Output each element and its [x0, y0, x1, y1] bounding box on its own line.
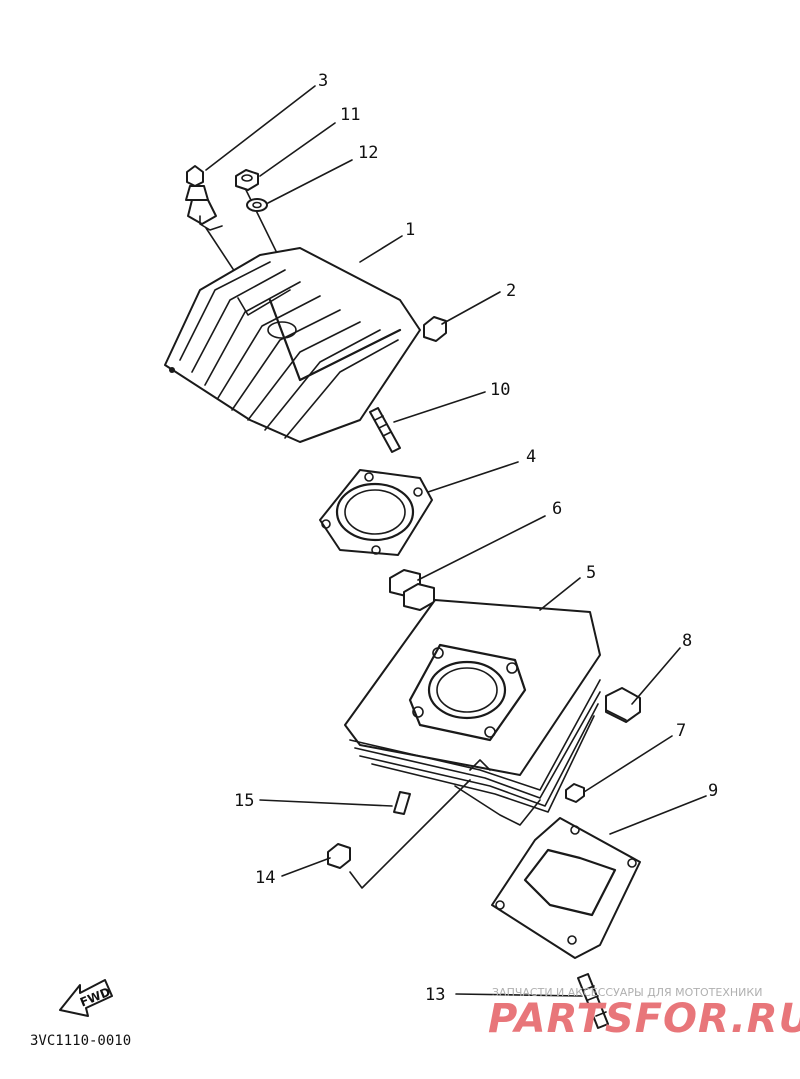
callout-13: 13 — [425, 985, 445, 1005]
part-1-cylinder-head[interactable] — [164, 247, 421, 443]
callout-11: 11 — [340, 105, 360, 125]
callout-5: 5 — [586, 563, 596, 583]
callout-7: 7 — [676, 721, 686, 741]
part-6-clip[interactable] — [389, 569, 435, 611]
callout-2: 2 — [506, 281, 516, 301]
watermark: ЗАПЧАСТИ И АКСЕССУАРЫ ДЛЯ МОТОТЕХНИКИ PA… — [488, 986, 800, 1042]
callout-6: 6 — [552, 499, 562, 519]
callout-labels: 3 11 12 1 2 10 4 6 5 8 7 9 15 14 13 — [234, 71, 718, 1005]
part-8-damper[interactable] — [605, 687, 641, 723]
part-4-head-gasket[interactable] — [319, 469, 433, 556]
part-10-stud-bolt[interactable] — [369, 407, 401, 453]
part-2-cap-nut[interactable] — [423, 316, 447, 342]
part-13-long-stud[interactable] — [577, 973, 609, 1029]
callout-9: 9 — [708, 781, 718, 801]
callout-12: 12 — [358, 143, 378, 163]
callout-14: 14 — [255, 868, 275, 888]
watermark-brand: PARTSFOR.RU — [488, 996, 800, 1042]
callout-1: 1 — [405, 220, 415, 240]
leader-lines — [205, 85, 707, 997]
fwd-arrow-icon: FWD — [59, 979, 113, 1017]
callout-15: 15 — [234, 791, 254, 811]
part-14-nut[interactable] — [327, 843, 351, 869]
alignment-line — [349, 779, 471, 889]
diagram-code: 3VC1110-0010 — [30, 1033, 131, 1049]
part-5-cylinder[interactable] — [344, 599, 601, 826]
callout-10: 10 — [490, 380, 510, 400]
callout-8: 8 — [682, 631, 692, 651]
callout-4: 4 — [526, 447, 536, 467]
watermark-caption: ЗАПЧАСТИ И АКСЕССУАРЫ ДЛЯ МОТОТЕХНИКИ — [492, 986, 762, 999]
part-7-plug[interactable] — [565, 783, 585, 803]
callout-3: 3 — [318, 71, 328, 91]
part-12-washer[interactable] — [246, 198, 268, 212]
part-9-base-gasket[interactable] — [491, 817, 641, 959]
part-15-stud[interactable] — [393, 791, 411, 815]
